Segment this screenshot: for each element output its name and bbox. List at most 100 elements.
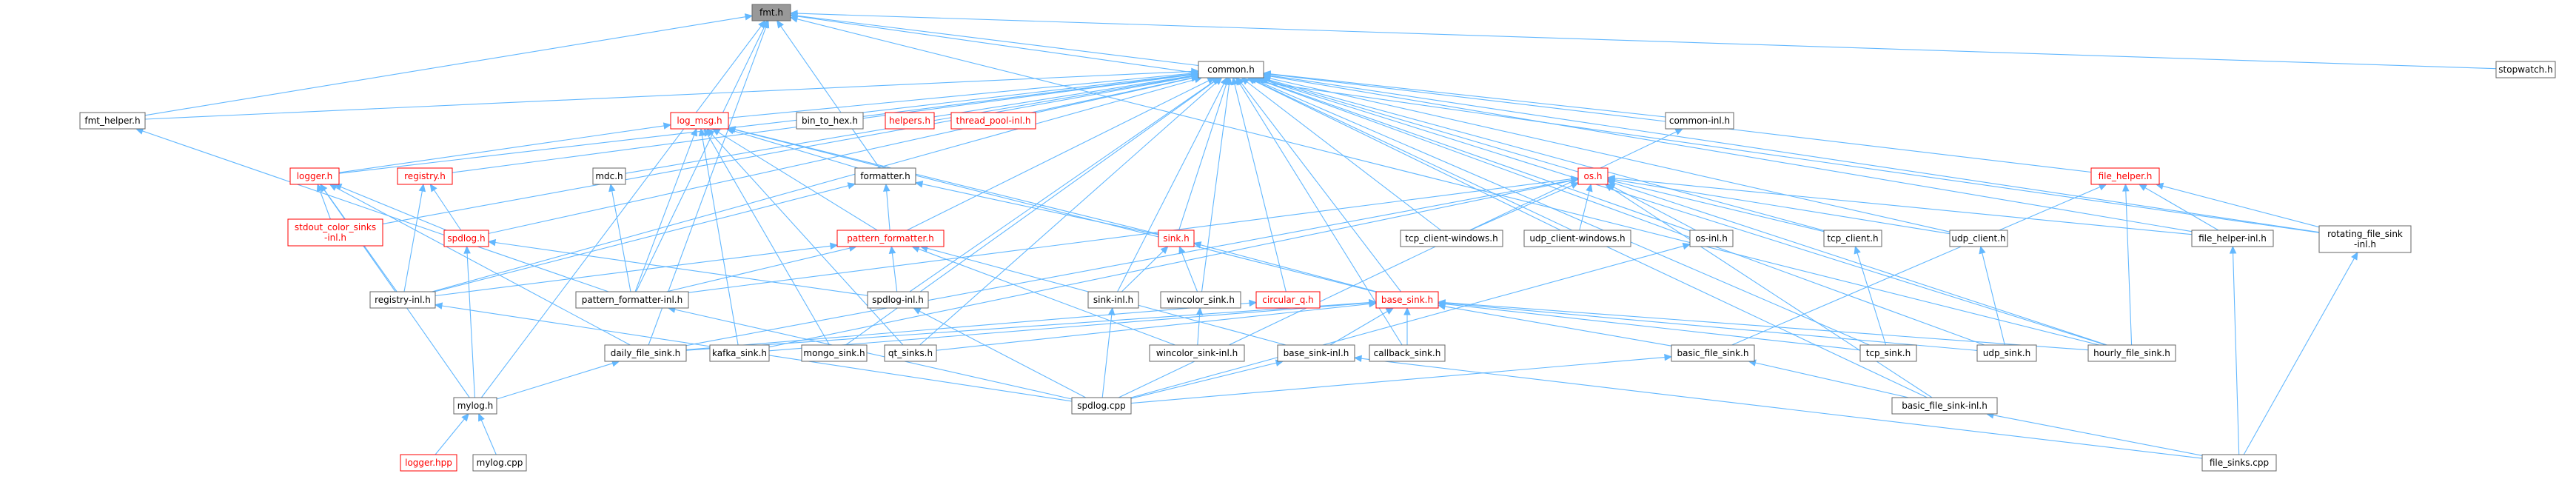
node-daily-file-sink-h[interactable]: daily_file_sink.h: [604, 344, 687, 362]
node-label: stdout_color_sinks-inl.h: [295, 222, 376, 243]
node-fmt-h[interactable]: fmt.h: [751, 4, 791, 21]
edge-udp_client_h-to-common_h: [1262, 75, 1951, 232]
node-kafka-sink-h[interactable]: kafka_sink.h: [709, 344, 770, 362]
edge-basic_file_sink_h-to-base_sink_h: [1437, 303, 1672, 347]
node-helpers-h[interactable]: helpers.h: [885, 112, 935, 130]
node-sink-inl-h[interactable]: sink-inl.h: [1087, 291, 1139, 309]
node-box: [79, 112, 146, 130]
node-label: spdlog-inl.h: [872, 295, 924, 305]
node-qt-sinks-h[interactable]: qt_sinks.h: [884, 344, 937, 362]
edge-daily_file_sink_h-to-logger_h: [329, 184, 631, 346]
node-label: wincolor_sink.h: [1167, 295, 1235, 305]
edge-sink_inl_h-to-sink_h: [1121, 246, 1169, 292]
node-hourly-file-sink-h[interactable]: hourly_file_sink.h: [2087, 344, 2176, 362]
node-base-sink-h[interactable]: base_sink.h: [1375, 291, 1439, 309]
node-file-helper-inl-h[interactable]: file_helper-inl.h: [2191, 230, 2274, 247]
node-tcp-client-windows-h[interactable]: tcp_client-windows.h: [1400, 230, 1503, 247]
edge-file_sinks_cpp-to-file_helper_inl_h: [2229, 245, 2240, 455]
edge-file_sinks_cpp-to-rotating_file_sink_inl_h: [2243, 251, 2358, 455]
edge-mylog_h-to-fmt_h: [480, 20, 766, 398]
node-box: [884, 344, 937, 362]
node-box: [472, 454, 527, 472]
edge-qt_sinks_h-to-base_sink_h: [936, 300, 1378, 351]
node-callback-sink-h[interactable]: callback_sink.h: [1369, 344, 1446, 362]
node-udp-client-h[interactable]: udp_client.h: [1949, 230, 2008, 247]
edge-spdlog_inl_h-to-pattern_formatter_h: [888, 245, 898, 292]
edge-registry_inl_h-to-common_h: [432, 76, 1203, 292]
node-basic-file-sink-h[interactable]: basic_file_sink.h: [1671, 344, 1755, 362]
node-label: logger.hpp: [405, 458, 452, 468]
node-mylog-cpp[interactable]: mylog.cpp: [472, 454, 527, 472]
node-registry-h[interactable]: registry.h: [397, 167, 453, 185]
node-box: [2090, 167, 2160, 185]
node-box: [1671, 344, 1755, 362]
node-bin-to-hex-h[interactable]: bin_to_hex.h: [796, 112, 864, 130]
node-label: udp_client-windows.h: [1529, 233, 1625, 244]
node-label: pattern_formatter-inl.h: [582, 295, 682, 305]
edge-tcp_client_h-to-os_h: [1606, 178, 1825, 232]
node-box: [854, 167, 916, 185]
node-logger-hpp[interactable]: logger.hpp: [400, 454, 457, 472]
node-pattern-formatter-h[interactable]: pattern_formatter.h: [836, 230, 945, 247]
node-file-helper-h[interactable]: file_helper.h: [2090, 167, 2160, 185]
node-label: wincolor_sink-inl.h: [1156, 348, 1238, 358]
node-box: [397, 167, 453, 185]
node-thread-pool-inl-h[interactable]: thread_pool-inl.h: [950, 112, 1036, 130]
edge-sink_h-to-log_msg_h: [727, 126, 1159, 235]
edge-registry_inl_h-to-pattern_formatter_h: [435, 242, 839, 297]
node-label: mylog.cpp: [477, 458, 523, 468]
node-label: pattern_formatter.h: [847, 233, 933, 244]
edge-mylog_cpp-to-mylog_h: [478, 412, 497, 455]
node-label: stopwatch.h: [2498, 64, 2552, 75]
node-common-h[interactable]: common.h: [1198, 61, 1264, 78]
node-common-inl-h[interactable]: common-inl.h: [1665, 112, 1734, 130]
edge-file_sinks_cpp-to-basic_file_sink_inl_h: [1985, 412, 2203, 456]
node-file-sinks-cpp[interactable]: file_sinks.cpp: [2201, 454, 2277, 472]
node-wincolor-sink-h[interactable]: wincolor_sink.h: [1160, 291, 1241, 309]
node-os-h[interactable]: os.h: [1577, 167, 1609, 185]
edge-pattern_formatter_h-to-log_msg_h: [711, 128, 878, 231]
node-stdout-color-sinks-inl-h[interactable]: stdout_color_sinks-inl.h: [287, 218, 383, 247]
node-spdlog-h[interactable]: spdlog.h: [443, 230, 489, 247]
node-udp-client-windows-h[interactable]: udp_client-windows.h: [1523, 230, 1631, 247]
node-base-sink-inl-h[interactable]: base_sink-inl.h: [1277, 344, 1355, 362]
node-box: [1400, 230, 1503, 247]
node-box: [1949, 230, 2008, 247]
node-spdlog-cpp[interactable]: spdlog.cpp: [1071, 397, 1132, 415]
node-spdlog-inl-h[interactable]: spdlog-inl.h: [867, 291, 929, 309]
node-stopwatch-h[interactable]: stopwatch.h: [2495, 61, 2556, 78]
node-box: [1823, 230, 1882, 247]
node-box: [836, 230, 945, 247]
edge-log_msg_h-to-common_h: [728, 70, 1200, 118]
edge-basic_file_sink_h-to-file_helper_h: [1731, 184, 2107, 346]
node-rotating-file-sink-inl-h[interactable]: rotating_file_sink-inl.h: [2318, 225, 2412, 253]
node-os-inl-h[interactable]: os-inl.h: [1689, 230, 1734, 247]
node-circular-q-h[interactable]: circular_q.h: [1255, 291, 1321, 309]
node-box: [400, 454, 457, 472]
node-box: [287, 218, 383, 247]
node-mongo-sink-h[interactable]: mongo_sink.h: [801, 344, 868, 362]
node-tcp-client-h[interactable]: tcp_client.h: [1823, 230, 1882, 247]
node-label: sink-inl.h: [1093, 295, 1133, 305]
node-logger-h[interactable]: logger.h: [289, 167, 340, 185]
node-registry-inl-h[interactable]: registry-inl.h: [369, 291, 436, 309]
node-label: kafka_sink.h: [712, 348, 767, 358]
node-log-msg-h[interactable]: log_msg.h: [670, 112, 729, 130]
edge-formatter_h-to-fmt_h: [777, 19, 880, 169]
edge-hourly_file_sink_h-to-fmt_h: [789, 16, 2100, 346]
node-box: [1976, 344, 2037, 362]
node-formatter-h[interactable]: formatter.h: [854, 167, 916, 185]
node-tcp-sink-h[interactable]: tcp_sink.h: [1859, 344, 1917, 362]
node-sink-h[interactable]: sink.h: [1158, 230, 1195, 247]
node-basic-file-sink-inl-h[interactable]: basic_file_sink-inl.h: [1891, 397, 1998, 415]
node-mdc-h[interactable]: mdc.h: [592, 167, 626, 185]
node-mylog-h[interactable]: mylog.h: [453, 397, 497, 415]
node-wincolor-sink-inl-h[interactable]: wincolor_sink-inl.h: [1149, 344, 1245, 362]
node-udp-sink-h[interactable]: udp_sink.h: [1976, 344, 2037, 362]
edge-registry_inl_h-to-formatter_h: [434, 182, 856, 292]
node-box: [709, 344, 770, 362]
edge-wincolor_sink_h-to-sink_h: [1178, 245, 1198, 292]
node-pattern-formatter-inl-h[interactable]: pattern_formatter-inl.h: [575, 291, 689, 309]
node-box: [1369, 344, 1446, 362]
node-fmt-helper-h[interactable]: fmt_helper.h: [79, 112, 146, 130]
